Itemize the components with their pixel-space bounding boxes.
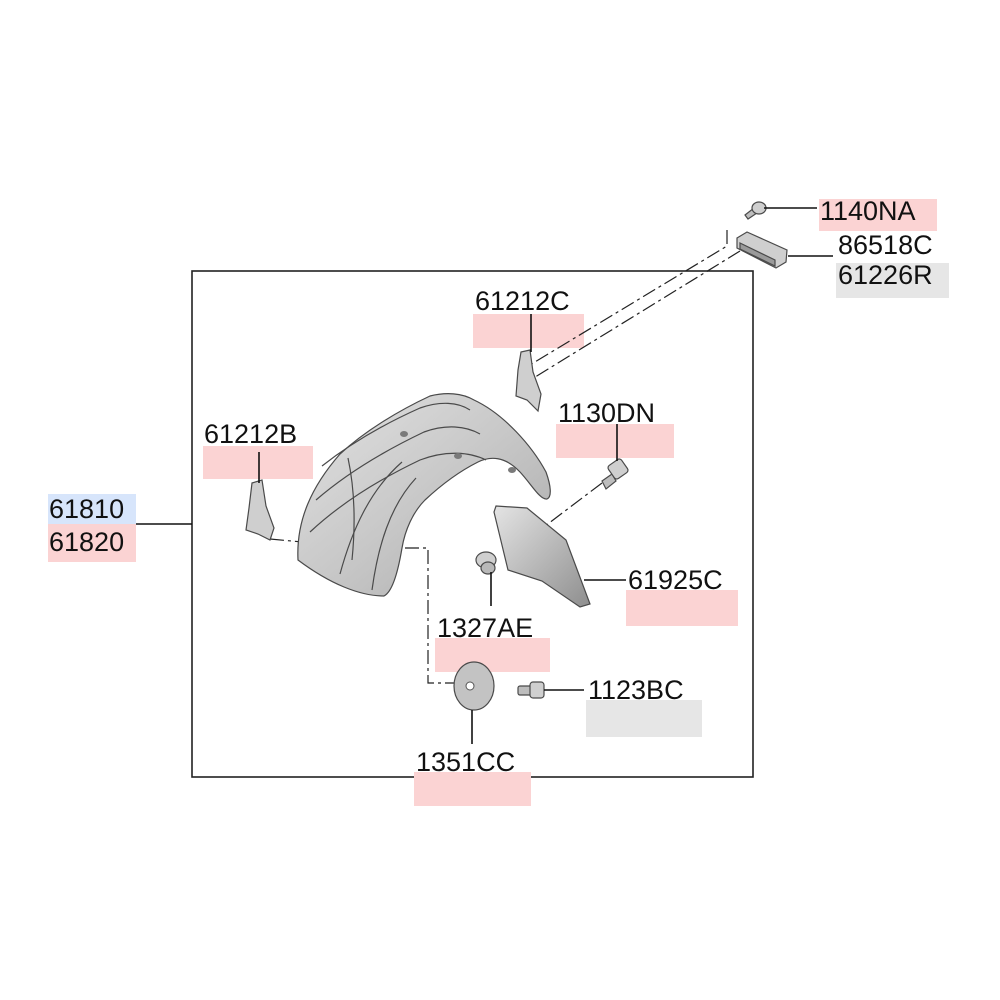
part-label-86518c[interactable]: 86518C bbox=[838, 230, 933, 260]
highlight-1327ae bbox=[435, 638, 550, 672]
part-label-61226r[interactable]: 61226R bbox=[838, 260, 933, 290]
washer-1351cc-icon bbox=[453, 661, 495, 711]
highlight-1140na bbox=[819, 199, 937, 231]
highlight-61226r bbox=[836, 263, 949, 298]
mud-flap-icon bbox=[493, 505, 591, 608]
part-label-1351cc[interactable]: 1351CC bbox=[416, 747, 515, 777]
clip-1327ae-icon bbox=[475, 551, 497, 575]
part-label-61212c[interactable]: 61212C bbox=[475, 286, 570, 316]
highlight-61820 bbox=[48, 524, 136, 562]
highlight-61925c bbox=[626, 590, 738, 626]
wheel-guard-icon bbox=[297, 393, 551, 597]
dash-line-bracket-lower bbox=[526, 250, 741, 383]
screw-1140na-icon bbox=[744, 201, 767, 220]
part-label-1123bc[interactable]: 1123BC bbox=[588, 675, 684, 705]
highlight-61810 bbox=[48, 494, 136, 524]
dash-line-bracket-upper bbox=[519, 230, 728, 372]
highlight-61212b bbox=[203, 446, 313, 479]
part-label-1130dn[interactable]: 1130DN bbox=[558, 398, 655, 428]
part-label-1327ae[interactable]: 1327AE bbox=[437, 613, 533, 643]
bolt-1130dn-icon bbox=[601, 458, 629, 490]
part-label-61810[interactable]: 61810 bbox=[49, 494, 124, 524]
highlight-1130dn bbox=[556, 424, 674, 458]
highlight-1351cc bbox=[414, 772, 531, 806]
bracket-c-icon bbox=[515, 349, 542, 413]
part-label-61820[interactable]: 61820 bbox=[49, 527, 124, 557]
dash-line-washer bbox=[405, 547, 470, 684]
bolt-1123bc-icon bbox=[517, 681, 545, 699]
bracket-b-icon bbox=[245, 479, 275, 541]
highlight-1123bc bbox=[586, 700, 702, 737]
part-label-1140na[interactable]: 1140NA bbox=[820, 196, 916, 226]
part-label-61925c[interactable]: 61925C bbox=[628, 565, 723, 595]
highlight-61212c bbox=[473, 314, 584, 348]
part-label-61212b[interactable]: 61212B bbox=[204, 419, 297, 449]
reflector-bracket-icon bbox=[736, 231, 788, 269]
